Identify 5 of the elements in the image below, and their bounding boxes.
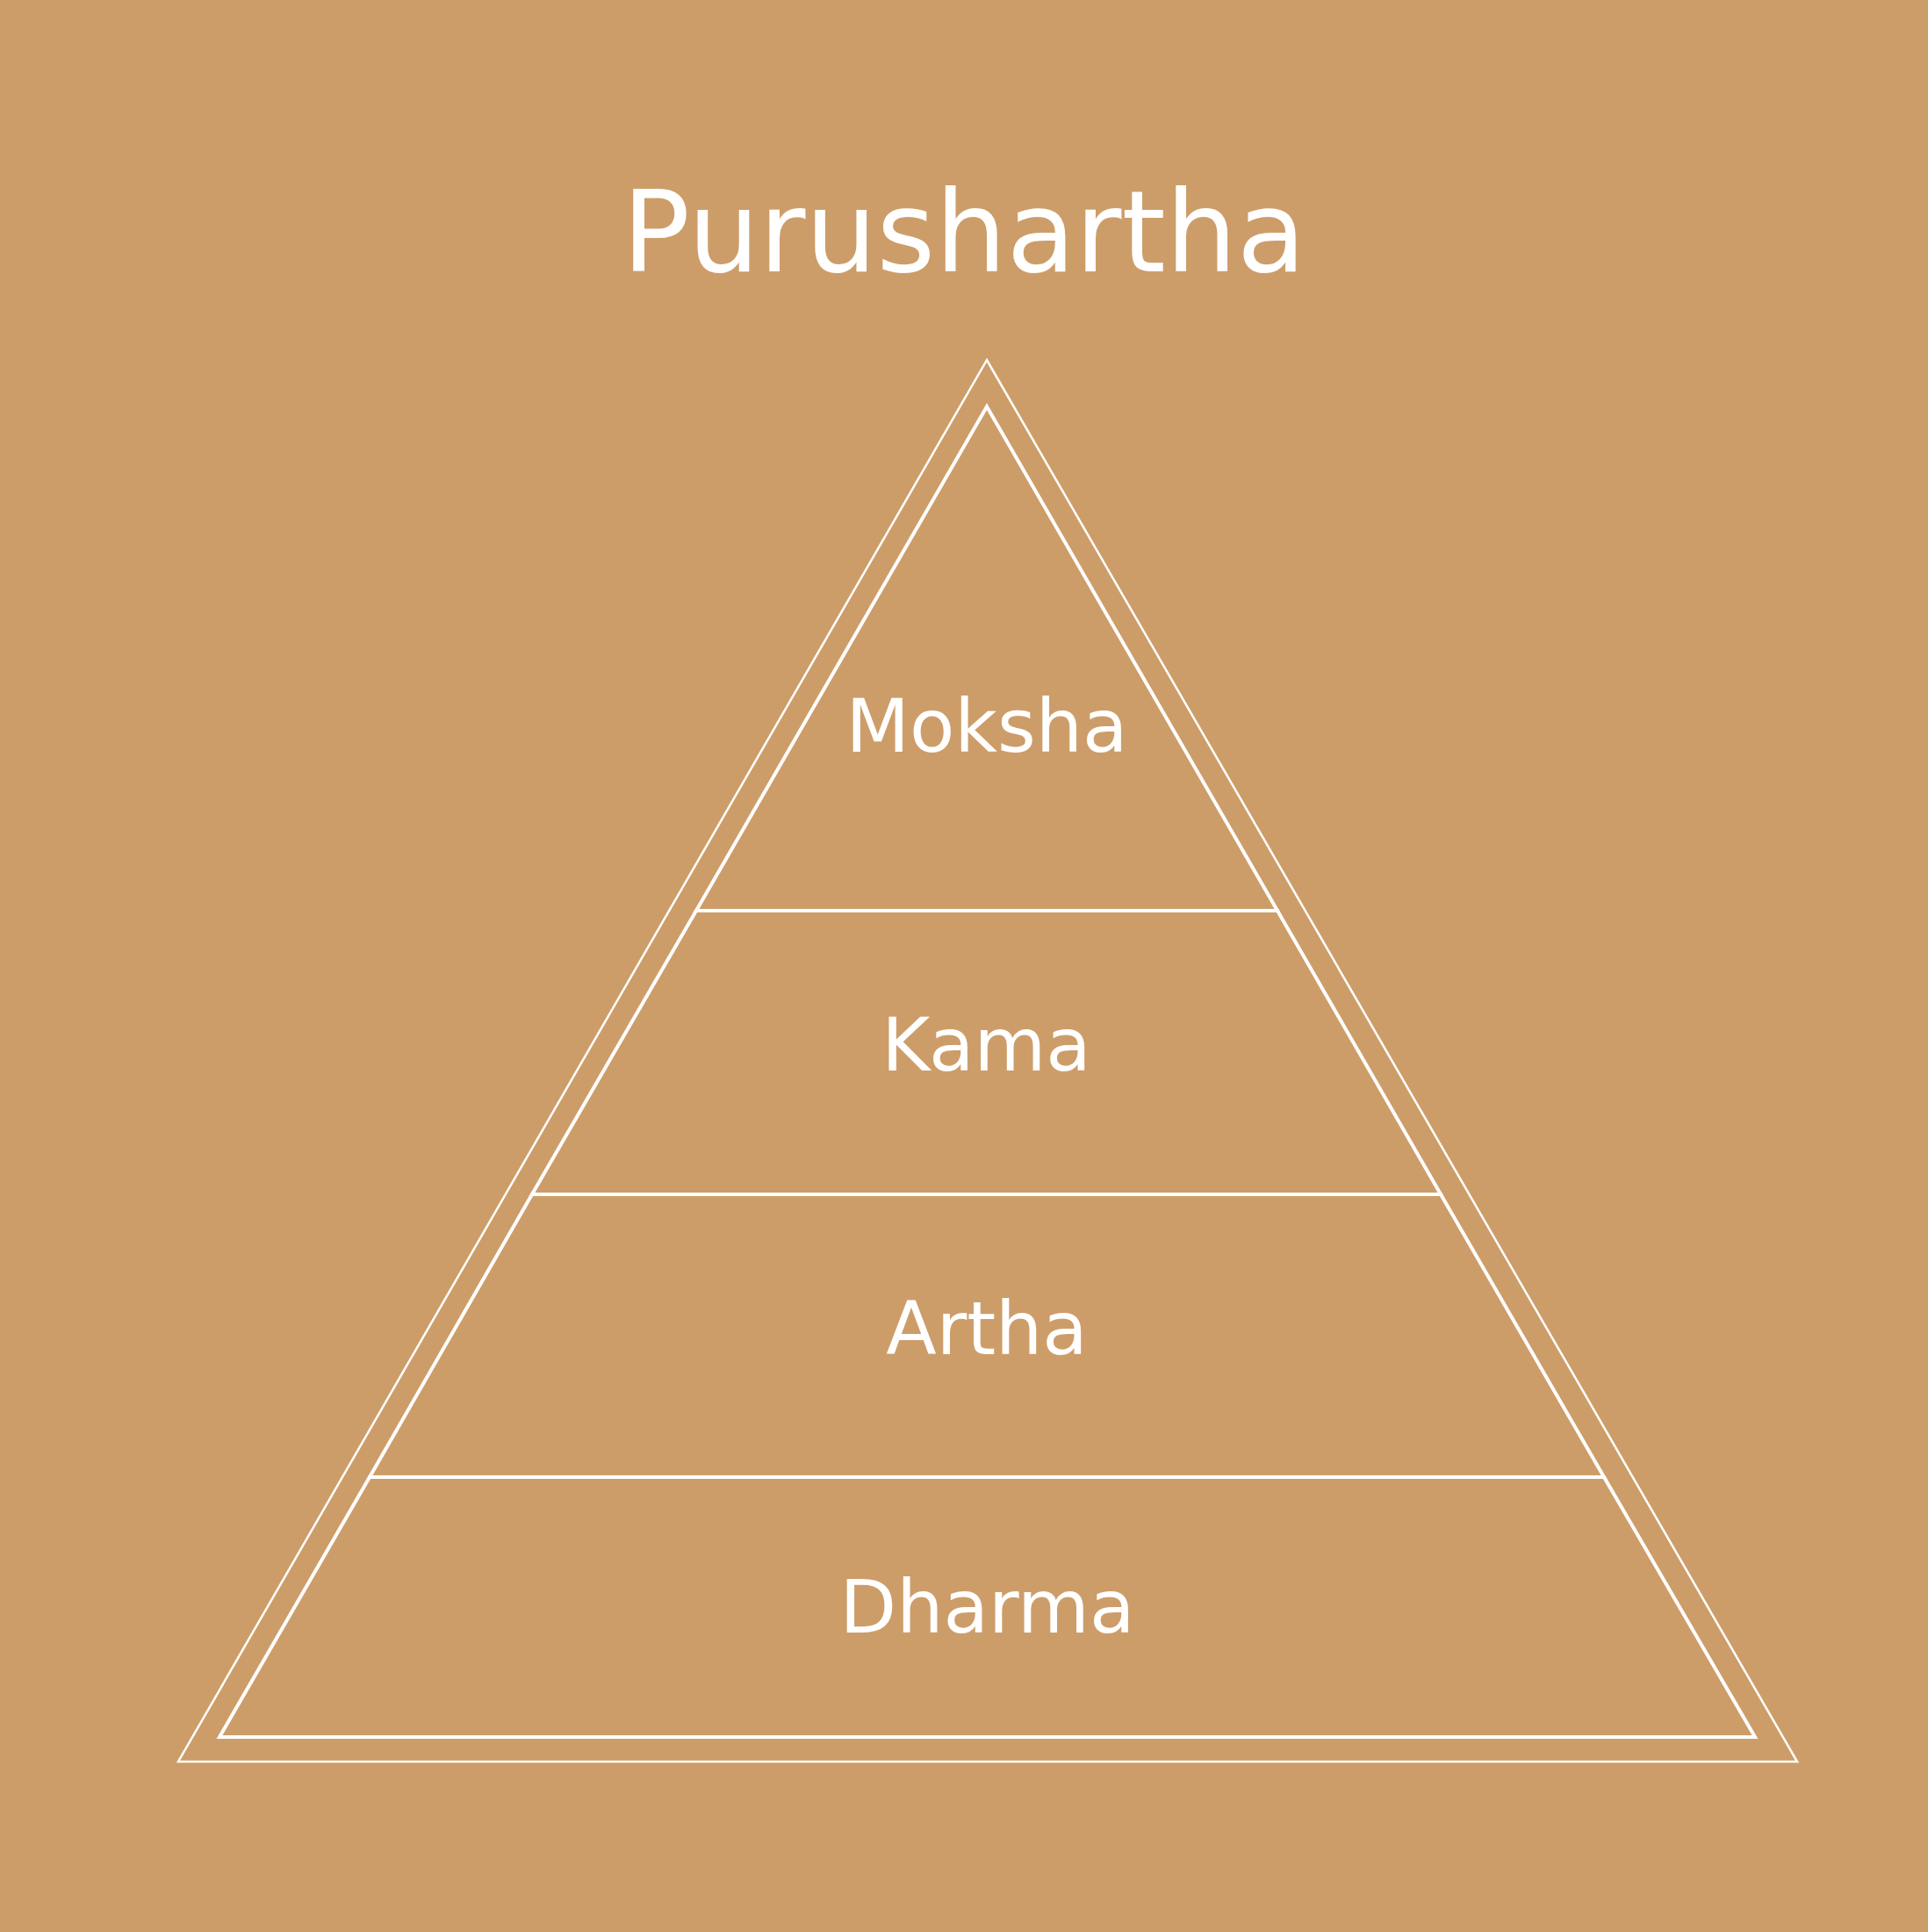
tier-label: Kama: [881, 1001, 1092, 1089]
tier-label: Moksha: [845, 682, 1129, 770]
tier-label: Dharma: [838, 1563, 1136, 1651]
title: Purushartha: [621, 167, 1307, 299]
tier-label: Artha: [885, 1285, 1089, 1373]
